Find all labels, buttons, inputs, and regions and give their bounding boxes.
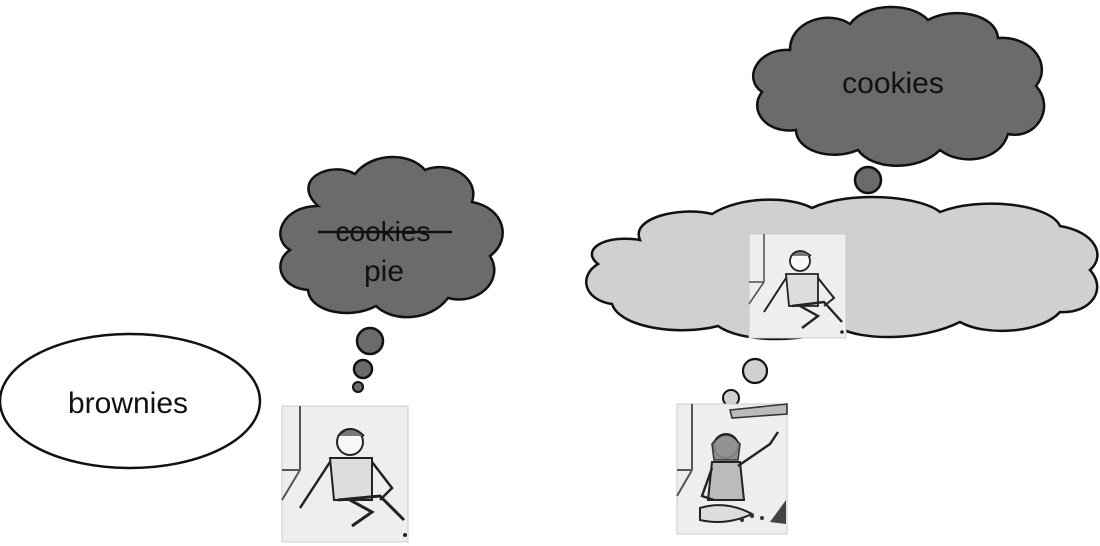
boy-thought-cloud: cookies pie xyxy=(279,155,504,393)
top-thought-cloud: cookies xyxy=(751,5,1046,233)
thought-dot-medium xyxy=(352,358,374,380)
thought-dot-small xyxy=(352,381,364,393)
thought-dot-large xyxy=(355,326,385,356)
girl-pointing-picture xyxy=(676,403,788,535)
brownies-bubble: brownies xyxy=(0,332,262,470)
top-thought-dot-large xyxy=(853,165,883,195)
boy-in-cloud-picture xyxy=(748,233,847,339)
cookies-label: cookies xyxy=(842,67,944,100)
girl-thought-dot-large xyxy=(741,357,769,385)
pie-label: pie xyxy=(364,255,404,288)
brownies-label: brownies xyxy=(68,387,188,420)
top-dark-cloud-shape xyxy=(751,5,1046,167)
boy-sitting-picture xyxy=(281,405,409,543)
dark-cloud-shape xyxy=(279,155,504,319)
